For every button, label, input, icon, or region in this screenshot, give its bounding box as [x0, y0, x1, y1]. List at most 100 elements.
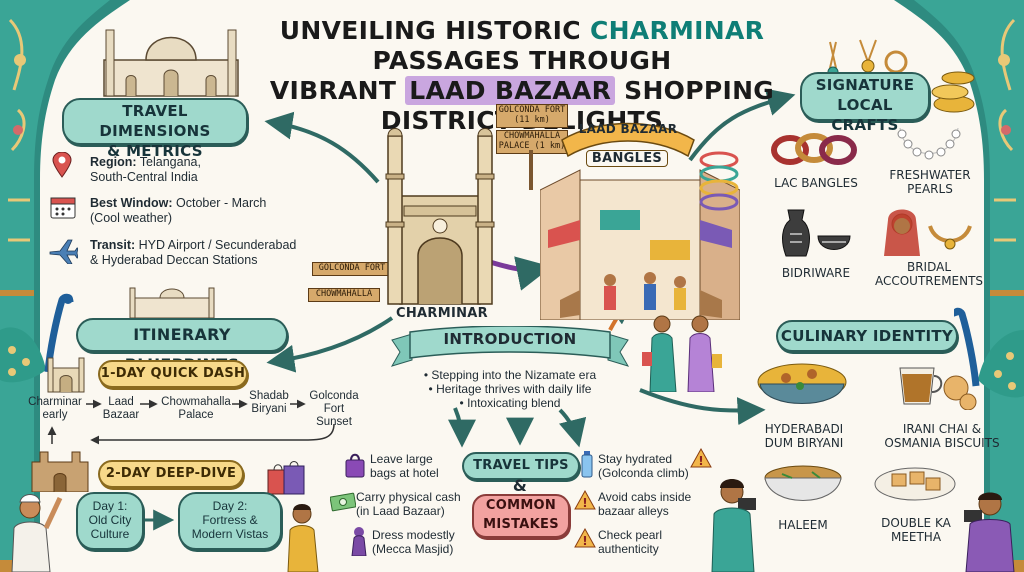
one-day-heading: 1-DAY QUICK DASH — [98, 360, 248, 388]
svg-text:!: ! — [582, 496, 587, 510]
tip-right-2-line2: bazaar alleys — [598, 504, 669, 518]
introduction-points: • Stepping into the Nizamate era • Herit… — [412, 368, 608, 410]
best-window-metric: Best Window: October - March (Cool weath… — [90, 196, 290, 226]
tip-left-2-line1: Carry physical cash — [356, 490, 461, 504]
craft-2-line2: PEARLS — [907, 182, 953, 196]
common-mistakes-heading: COMMON MISTAKES — [472, 494, 570, 538]
tip-right-1-line2: (Golconda climb) — [598, 466, 689, 480]
window-value: October - March — [172, 196, 267, 210]
palace-illustration — [129, 287, 215, 319]
location-pin-icon — [52, 152, 72, 178]
page-title: UNVEILING HISTORIC CHARMINAR PASSAGES TH… — [222, 16, 822, 136]
water-bottle-icon — [581, 451, 593, 478]
ampersand: & — [512, 476, 528, 495]
haleem-illustration — [764, 465, 842, 501]
crafts-heading-line2: LOCAL CRAFTS — [831, 96, 899, 134]
title-line1-end: PASSAGES THROUGH — [372, 46, 672, 75]
day1-line1: Day 1: — [92, 499, 128, 513]
biryani-illustration — [757, 363, 847, 404]
tip-left-2: Carry physical cash (in Laad Bazaar) — [356, 490, 476, 518]
food-1-line1: HYDERABADI — [764, 422, 844, 436]
svg-text:!: ! — [698, 454, 703, 468]
window-label: Best Window: — [90, 196, 173, 210]
day2-line3: Modern Vistas — [191, 527, 269, 541]
one-day-step-2-line1: Laad — [108, 396, 134, 408]
tip-left-1-line2: bags at hotel — [370, 466, 439, 480]
fort-illustration — [31, 451, 89, 492]
airplane-icon — [49, 239, 78, 264]
peacock-left-illustration — [0, 293, 74, 383]
crafts-heading: SIGNATURE LOCAL CRAFTS — [800, 72, 930, 134]
laad-bazaar-banner-shape — [561, 122, 695, 158]
peacock-right-illustration — [954, 307, 1024, 398]
craft-freshwater-pearls: FRESHWATER PEARLS — [880, 168, 980, 196]
food-2-line2: OSMANIA BISCUITS — [884, 436, 1000, 450]
tip-left-3-line2: (Mecca Masjid) — [372, 542, 454, 556]
photographer-man-illustration — [964, 492, 1015, 572]
tip-right-3: Check pearl authenticity — [598, 528, 698, 556]
food-haleem: HALEEM — [756, 518, 850, 532]
tip-right-3-line2: authenticity — [598, 542, 659, 556]
intro-point-2: • Heritage thrives with daily life — [428, 382, 592, 396]
day1-box: Day 1: Old City Culture — [76, 492, 144, 550]
travel-dimensions-heading-line2: & METRICS — [107, 142, 203, 160]
one-day-step-3-line2: Palace — [178, 409, 214, 421]
food-biryani: HYDERABADI DUM BIRYANI — [752, 422, 856, 450]
region-value-line2: South-Central India — [90, 170, 198, 184]
left-corner-arch — [0, 0, 130, 572]
day2-box: Day 2: Fortress & Modern Vistas — [178, 492, 282, 550]
craft-bidriware: BIDRIWARE — [764, 266, 868, 280]
one-day-step-5-line1: Golconda — [309, 390, 359, 402]
travel-dimensions-heading: TRAVEL DIMENSIONS & METRICS — [62, 98, 248, 160]
region-label: Region: — [90, 155, 137, 169]
one-day-step-1: Charminar early — [20, 396, 90, 422]
one-day-step-4: Shadab Biryani — [246, 390, 292, 416]
region-metric: Region: Telangana, South-Central India — [90, 155, 280, 185]
photographer-woman-illustration — [711, 479, 756, 572]
warning-icon: ! — [574, 490, 596, 510]
introduction-heading: INTRODUCTION — [443, 330, 577, 348]
tip-right-1: Stay hydrated (Golconda climb) — [598, 452, 698, 480]
travel-dimensions-heading-line1: TRAVEL DIMENSIONS — [99, 102, 211, 140]
one-day-step-3-line1: Chowmahalla — [161, 396, 231, 408]
one-day-step-5-line2: Fort — [323, 403, 345, 415]
bangles-banner: BANGLES — [586, 150, 668, 167]
craft-3-line1: BIDRIWARE — [781, 266, 851, 280]
title-highlight-laad-bazaar: LAAD BAZAAR — [405, 76, 616, 105]
modest-dress-icon — [351, 527, 367, 556]
chai-biscuits-illustration — [899, 367, 977, 410]
one-day-step-3: Chowmahalla Palace — [156, 396, 236, 422]
day1-line3: Culture — [90, 527, 130, 541]
crafts-heading-line1: SIGNATURE — [815, 76, 915, 94]
charminar-illustration — [385, 128, 495, 305]
transit-value: HYD Airport / Secunderabad — [135, 238, 297, 252]
sign-chowmahalla: CHOWMAHALLA — [308, 288, 380, 302]
post-golconda-line2: (11 km) — [514, 115, 550, 125]
food-double-ka-meetha: DOUBLE KA MEETHA — [864, 516, 968, 544]
one-day-step-4-line2: Biryani — [251, 403, 287, 415]
charminar-small-icon — [47, 357, 85, 393]
day2-line1: Day 2: — [212, 499, 248, 513]
double-ka-meetha-illustration — [874, 467, 956, 501]
woman-saree-illustration — [287, 504, 319, 572]
day1-line2: Old City — [88, 513, 132, 527]
title-highlight-charminar: CHARMINAR — [589, 16, 765, 45]
food-1-line2: DUM BIRYANI — [764, 436, 844, 450]
post-golconda: GOLCONDA FORT (11 km) — [496, 104, 568, 128]
one-day-step-4-line1: Shadab — [249, 390, 289, 402]
food-3-line1: HALEEM — [778, 518, 828, 532]
one-day-step-1-line1: Charminar — [28, 396, 82, 408]
guide-man-illustration — [11, 494, 63, 572]
food-2-line1: IRANI CHAI & — [902, 422, 982, 436]
coin-stack-illustration — [931, 71, 975, 113]
signpost-pole — [529, 150, 533, 190]
culinary-heading: CULINARY IDENTITY — [776, 320, 958, 352]
one-day-step-2-line2: Bazaar — [102, 409, 140, 421]
bidriware-illustration — [782, 209, 851, 257]
warning-icon: ! — [690, 448, 712, 468]
calendar-icon — [50, 197, 76, 219]
tip-left-3: Dress modestly (Mecca Masjid) — [372, 528, 476, 556]
craft-4-line1: BRIDAL — [906, 260, 952, 274]
pearl-necklace-illustration — [897, 127, 961, 160]
